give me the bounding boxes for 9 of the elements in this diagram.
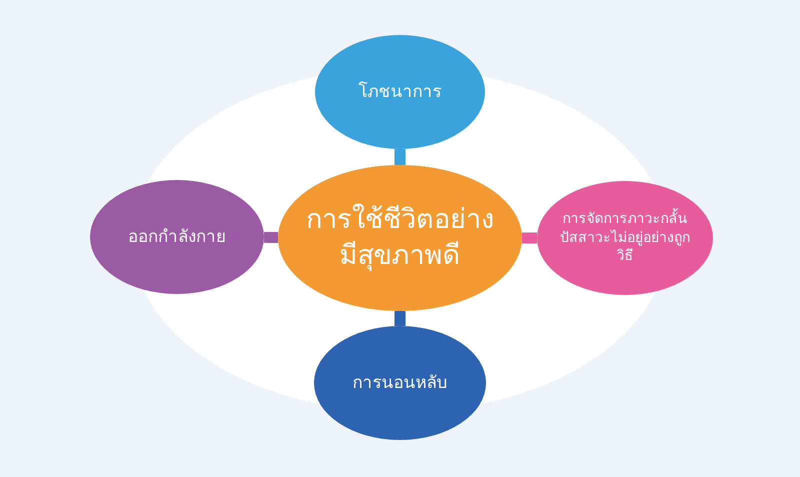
node-label: การนอนหลับ [352,372,448,394]
node-label: ออกกำลังกาย [128,226,226,248]
node-label: โภชนาการ [358,80,442,104]
connector-line [522,232,537,244]
node-label: การใช้ชีวิตอย่างมีสุขภาพดี [305,202,495,274]
node-label: การจัดการภาวะกลั้นปัสสาวะไม่อยู่อย่างถูกวิธี [555,210,695,266]
connector-line [394,149,406,165]
connector-line [394,311,406,326]
connector-line [264,232,278,243]
